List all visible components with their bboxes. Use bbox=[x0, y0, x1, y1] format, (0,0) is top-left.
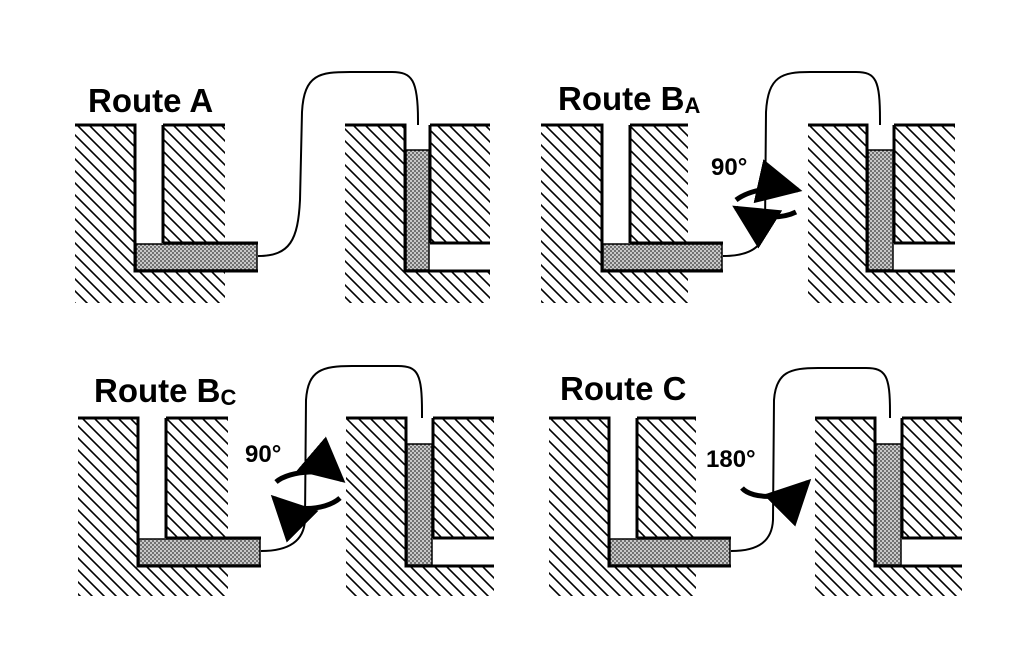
route-c-part bbox=[609, 538, 731, 566]
route-ba-title: Route BA bbox=[558, 80, 701, 118]
route-c-panel: Route C 180° bbox=[549, 367, 962, 596]
route-a-panel: Route A bbox=[75, 71, 490, 303]
route-c-title: Route C bbox=[560, 370, 687, 407]
route-c-inserted-part bbox=[875, 443, 902, 566]
route-c-rotation-label: 180° bbox=[706, 446, 756, 473]
route-c-rotation-icon bbox=[740, 478, 812, 527]
route-bc-rotation-icon bbox=[270, 436, 346, 543]
route-ba-part bbox=[602, 243, 723, 271]
route-a-title: Route A bbox=[88, 82, 213, 119]
route-ba-target-mold bbox=[808, 123, 955, 303]
route-c-transfer-arrow bbox=[730, 367, 899, 552]
route-a-part bbox=[135, 243, 258, 271]
route-ba-inserted-part bbox=[867, 149, 894, 271]
route-ba-rotation-icon bbox=[732, 159, 803, 249]
route-a-inserted-part bbox=[405, 149, 430, 271]
route-ba-rotation-label: 90° bbox=[711, 154, 747, 181]
route-ba-source-mold bbox=[541, 123, 723, 303]
route-bc-inserted-part bbox=[406, 443, 433, 566]
route-bc-panel: Route BC 90° bbox=[78, 365, 494, 596]
route-bc-title: Route BC bbox=[94, 372, 237, 410]
route-bc-rotation-label: 90° bbox=[245, 441, 281, 468]
route-a-transfer-arrow bbox=[257, 71, 427, 257]
route-a-source-mold bbox=[75, 123, 258, 303]
route-bc-source-mold bbox=[78, 416, 261, 596]
route-bc-target-mold bbox=[346, 416, 494, 596]
route-bc-part bbox=[138, 538, 261, 566]
route-c-target-mold bbox=[815, 416, 962, 596]
route-c-source-mold bbox=[549, 416, 731, 596]
route-a-target-mold bbox=[345, 123, 490, 303]
route-ba-panel: Route BA 90° bbox=[541, 71, 955, 303]
